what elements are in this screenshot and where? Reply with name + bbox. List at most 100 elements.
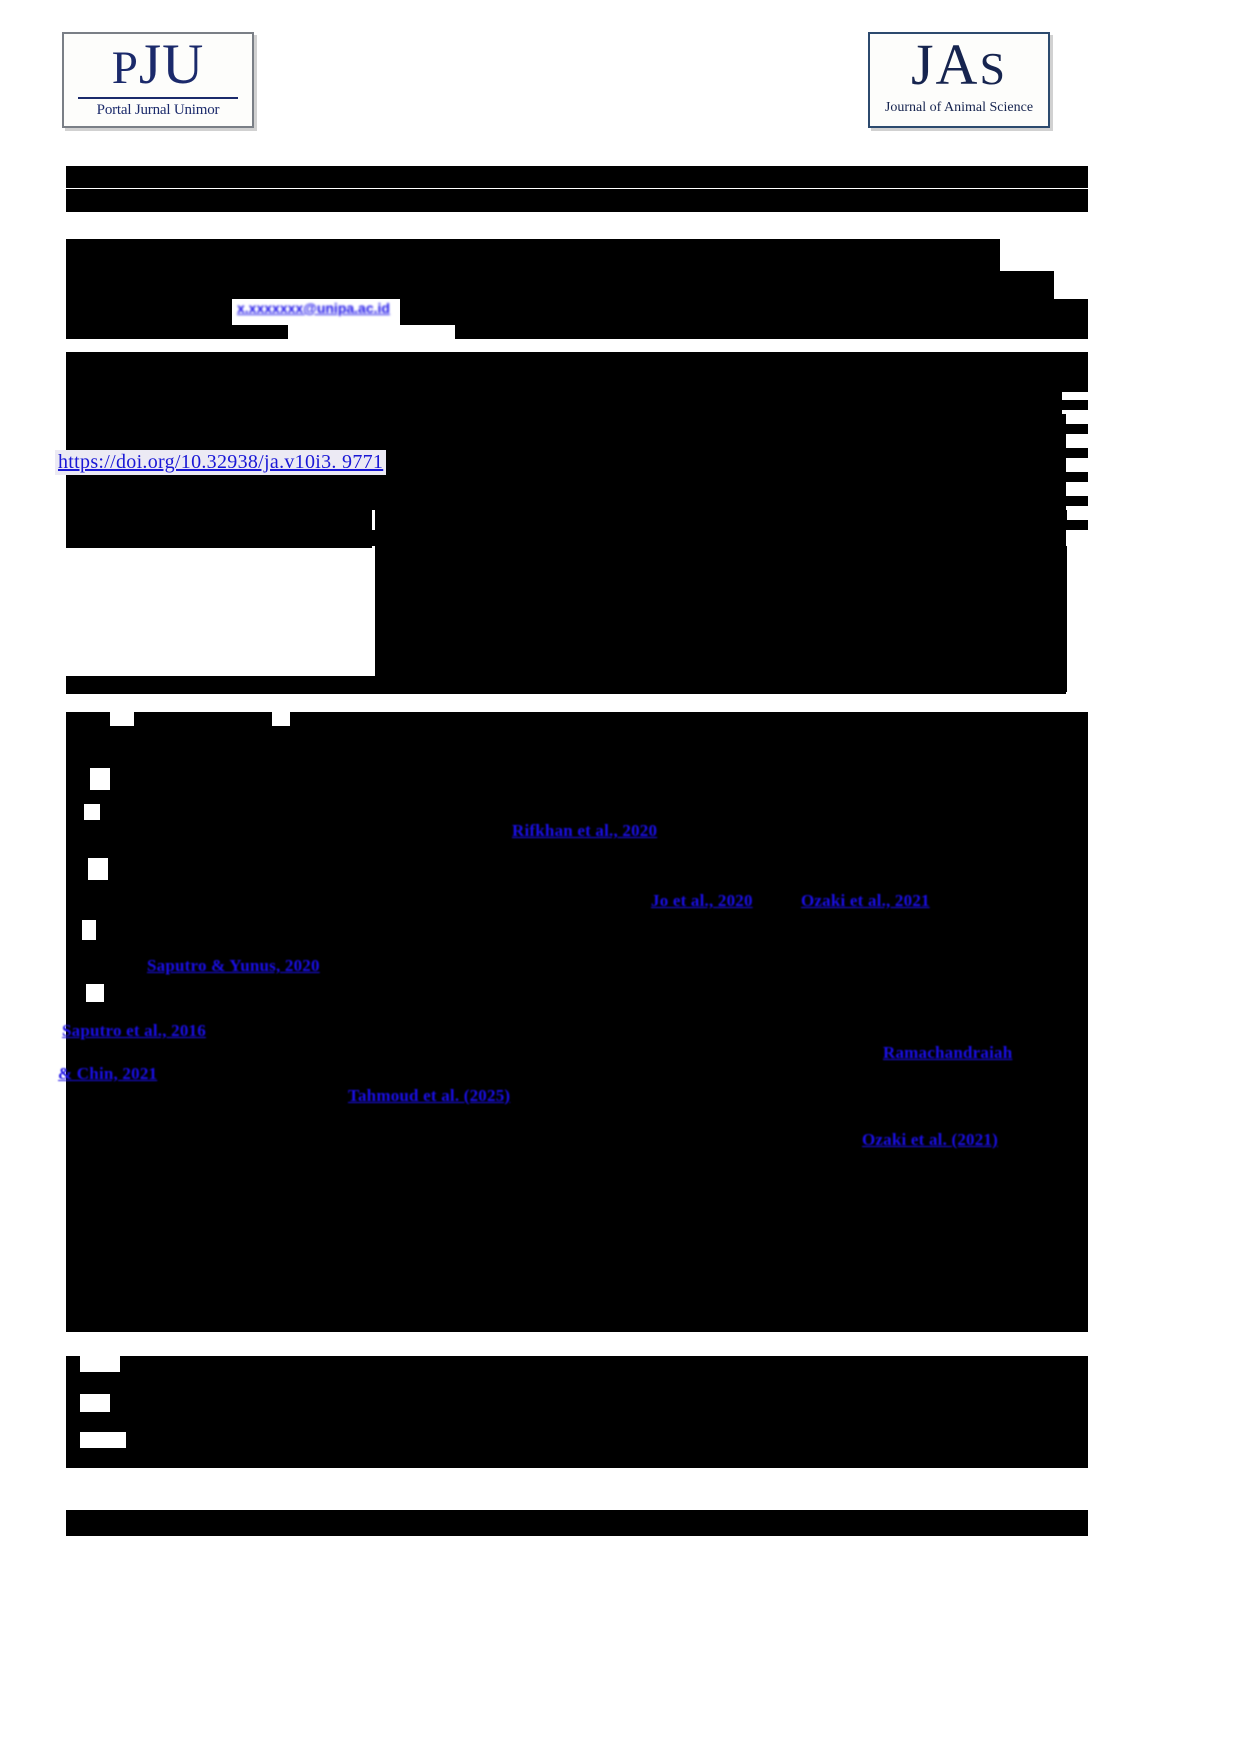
pju-divider [78, 97, 238, 99]
redacted-text-line [66, 1088, 1088, 1112]
redacted-text-line [66, 1066, 1088, 1088]
pju-caption: Portal Jurnal Unimor [96, 102, 220, 118]
redacted-margin-mark [1032, 1404, 1088, 1414]
redacted-text-line [66, 546, 372, 548]
citation-link-jo-2020[interactable]: Jo et al., 2020 [651, 891, 753, 910]
redacted-text-line [66, 239, 1000, 271]
redacted-text-line [66, 858, 88, 880]
redacted-text-line [120, 1356, 1088, 1372]
redacted-text-line [66, 414, 1066, 434]
redacted-text-line [66, 189, 1088, 212]
redacted-text-line [66, 1024, 1088, 1044]
redacted-text-line [66, 1412, 1088, 1432]
jas-letter-s: S [979, 43, 1008, 94]
redacted-text-line [66, 1394, 80, 1412]
redacted-margin-mark [1032, 400, 1088, 410]
redacted-text-line [66, 1112, 1088, 1134]
redacted-text-line [66, 940, 1088, 960]
redacted-text-line [66, 960, 1088, 984]
redacted-text-line [66, 1156, 1088, 1178]
redacted-text-line [66, 1244, 1088, 1268]
citation-link-ramachandraiah[interactable]: Ramachandraiah [883, 1043, 1013, 1062]
redacted-text-line [66, 1134, 1088, 1156]
redacted-text-line [66, 510, 372, 530]
redacted-margin-mark [1032, 472, 1088, 482]
redacted-text-line [66, 790, 1088, 804]
redacted-text-line [66, 1290, 1088, 1312]
redacted-text-line [134, 712, 272, 726]
redacted-text-line [66, 1510, 1088, 1536]
redacted-text-line [66, 1312, 1088, 1332]
redacted-text-line [66, 1356, 80, 1372]
redacted-text-line [400, 299, 1088, 325]
redacted-text-line [66, 840, 1088, 858]
redacted-text-line [455, 325, 1075, 339]
redacted-text-line [66, 1268, 1088, 1290]
redacted-text-line [110, 1394, 1088, 1412]
redacted-margin-mark [1032, 352, 1088, 360]
jas-caption: Journal of Animal Science [884, 100, 1034, 115]
redacted-text-line [66, 902, 1088, 920]
redacted-margin-mark [1032, 1432, 1088, 1442]
redacted-text-line [375, 510, 1067, 530]
redacted-text-line [66, 325, 288, 339]
pju-letter-j: J [138, 33, 163, 96]
citation-link-ozaki-2021a[interactable]: Ozaki et al., 2021 [801, 891, 930, 910]
redacted-text-line [126, 1432, 1088, 1448]
redacted-margin-mark [1032, 424, 1088, 434]
redacted-text-line [96, 920, 1088, 940]
redacted-text-line [375, 546, 1067, 692]
redacted-text-line [104, 984, 1088, 1002]
redacted-text-line [66, 768, 90, 790]
redacted-text-line [66, 299, 232, 325]
redacted-text-line [66, 676, 1066, 694]
redacted-text-line [66, 352, 1088, 392]
redacted-text-line [66, 1044, 1088, 1066]
redacted-text-line [66, 1198, 1088, 1222]
portal-jurnal-unimor-logo: PJU Portal Jurnal Unimor [62, 32, 254, 128]
redacted-text-line [66, 166, 1032, 188]
redacted-text-line [66, 880, 1088, 902]
jas-acronym: JAS [870, 34, 1048, 100]
citation-link-rifkhan-2020[interactable]: Rifkhan et al., 2020 [512, 821, 658, 840]
pju-letter-u: U [162, 33, 205, 96]
redacted-text-line [66, 1222, 1088, 1244]
redacted-margin-mark [1032, 448, 1088, 458]
jas-letter-j: J [910, 32, 936, 97]
redacted-margin-mark [1032, 376, 1088, 386]
pju-acronym: PJU [64, 36, 252, 96]
redacted-text-line [66, 920, 82, 940]
redacted-text-line [66, 1002, 1088, 1024]
citation-link-saputro-2016[interactable]: Saputro et al., 2016 [62, 1021, 206, 1040]
redacted-text-line [66, 392, 1062, 414]
redacted-text-line [66, 434, 1066, 454]
redacted-text-line [66, 271, 1054, 299]
redacted-text-line [108, 858, 1088, 880]
redacted-text-line [66, 804, 84, 820]
redacted-margin-mark [1032, 166, 1088, 188]
redacted-text-line [66, 726, 1088, 768]
redacted-text-line [66, 490, 1066, 510]
citation-link-saputro-yunus-2020[interactable]: Saputro & Yunus, 2020 [147, 956, 320, 975]
redacted-margin-mark [1032, 496, 1088, 506]
redacted-text-line [66, 984, 86, 1002]
corresponding-author-email-link[interactable]: x.xxxxxxx@unipa.ac.id [237, 300, 390, 316]
redacted-text-line [66, 1432, 80, 1448]
citation-link-ozaki-2021b[interactable]: Ozaki et al. (2021) [862, 1130, 998, 1149]
redacted-margin-mark [1032, 520, 1088, 530]
citation-link-tahmoud-2025[interactable]: Tahmoud et al. (2025) [348, 1086, 511, 1105]
redacted-text-line [66, 1372, 1088, 1394]
redacted-text-line [66, 820, 1088, 840]
redacted-text-line [66, 530, 1066, 546]
redacted-text-line [100, 804, 1088, 820]
redacted-text-line [110, 768, 1088, 790]
journal-of-animal-science-logo: JAS Journal of Animal Science [868, 32, 1050, 128]
redacted-margin-mark [1032, 325, 1088, 339]
doi-link[interactable]: https://doi.org/10.32938/ja.v10i3. 9771 [55, 450, 387, 475]
redacted-text-line [66, 1448, 1088, 1468]
citation-link-chin-2021[interactable]: & Chin, 2021 [58, 1064, 158, 1083]
redacted-text-line [66, 1178, 1088, 1198]
redacted-text-line [290, 712, 1088, 726]
jas-letter-a: A [935, 32, 980, 97]
